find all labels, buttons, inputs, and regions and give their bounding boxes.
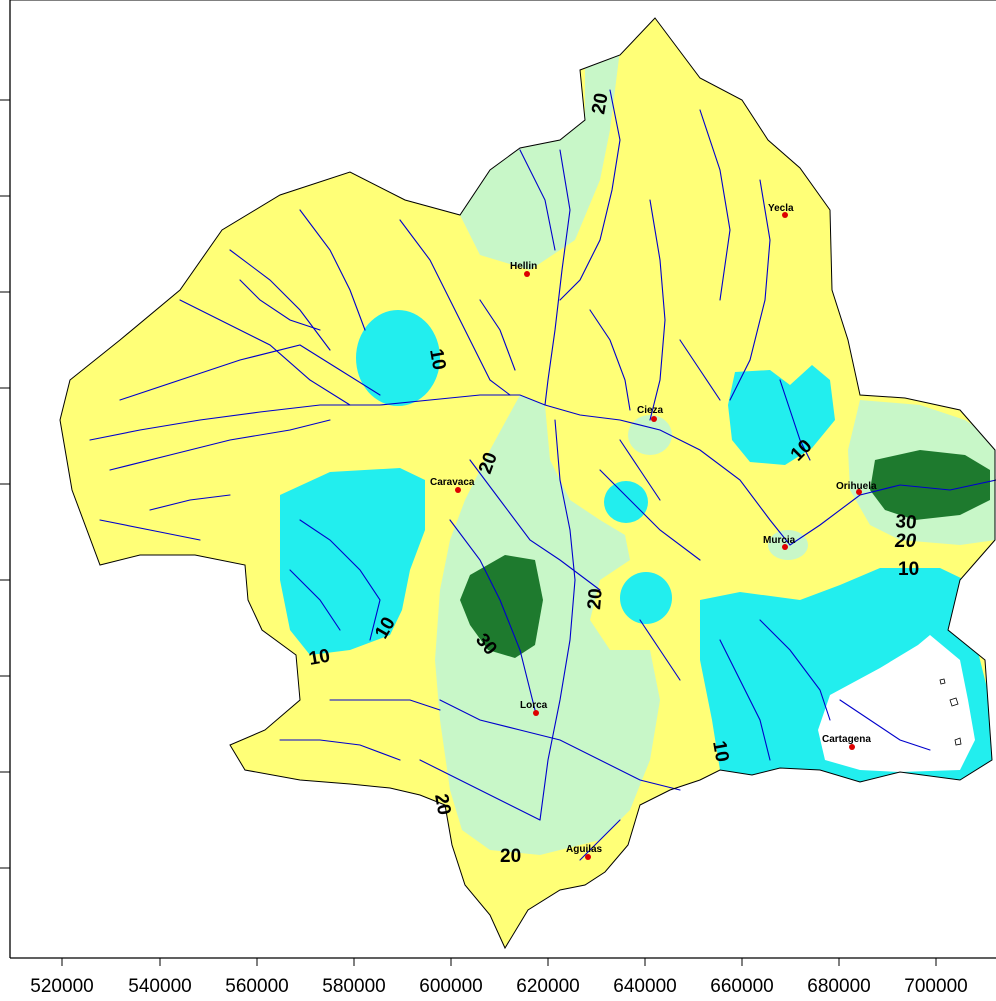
x-tick-label: 660000 (710, 976, 773, 997)
contour-label: 30 (895, 511, 918, 534)
zone-10-west (280, 468, 425, 655)
x-axis-tick-marks (61, 958, 937, 966)
plot-frame (0, 0, 996, 966)
zone-10-orihuela (728, 365, 835, 465)
contour-labels: 20 10 20 10 30 20 10 20 10 30 10 10 20 2… (307, 91, 919, 867)
x-tick-label: 580000 (322, 976, 385, 997)
city-label: Orihuela (836, 481, 877, 492)
city-orihuela[interactable]: Orihuela (836, 481, 877, 495)
city-caravaca[interactable]: Caravaca (430, 477, 475, 493)
contour-label: 10 (708, 739, 732, 763)
x-axis-tick-labels: 520000 540000 560000 580000 600000 62000… (30, 976, 967, 997)
river-network (89, 89, 996, 861)
city-label: Yecla (768, 203, 794, 214)
zone-30-east (870, 450, 990, 520)
contour-label: 20 (894, 531, 917, 552)
cities: Yecla Hellin Cieza Caravaca Orihuela Mur… (430, 203, 877, 860)
x-tick-label: 600000 (419, 976, 482, 997)
zone-10-small-a (604, 481, 648, 523)
city-label: Aguilas (566, 844, 603, 855)
city-label: Cartagena (822, 734, 871, 745)
contour-label: 10 (425, 347, 449, 371)
islands (939, 678, 962, 746)
contour-label: 10 (307, 646, 331, 670)
city-yecla[interactable]: Yecla (768, 203, 794, 218)
city-murcia[interactable]: Murcia (763, 535, 796, 550)
x-tick-label: 640000 (613, 976, 676, 997)
contour-label: 10 (898, 559, 919, 580)
zone-20-cieza (628, 415, 672, 455)
city-hellin[interactable]: Hellin (510, 261, 537, 277)
zone-20-north (460, 50, 620, 270)
x-tick-label: 540000 (128, 976, 191, 997)
contour-label: 20 (430, 792, 454, 816)
x-tick-label: 560000 (225, 976, 288, 997)
city-cartagena[interactable]: Cartagena (822, 734, 871, 750)
contour-label: 20 (588, 91, 612, 115)
city-label: Caravaca (430, 477, 475, 488)
zone-30-central (460, 555, 543, 658)
city-lorca[interactable]: Lorca (520, 700, 548, 716)
zone-10-north (356, 310, 440, 406)
city-label: Hellin (510, 261, 537, 272)
city-label: Murcia (763, 535, 796, 546)
x-tick-label: 700000 (904, 976, 967, 997)
x-tick-label: 680000 (807, 976, 870, 997)
city-aguilas[interactable]: Aguilas (566, 844, 603, 860)
x-tick-label: 520000 (30, 976, 93, 997)
zone-20-murcia (768, 530, 808, 560)
basin-outline (59, 17, 996, 950)
zone-10-small-b (620, 572, 672, 624)
contour-label: 20 (584, 588, 607, 611)
zone-20-central (435, 395, 660, 855)
city-cieza[interactable]: Cieza (637, 405, 664, 422)
zone-no-data (818, 635, 975, 772)
city-label: Cieza (637, 405, 664, 416)
contour-label: 20 (500, 846, 521, 867)
x-tick-label: 620000 (516, 976, 579, 997)
y-axis-ticks (0, 99, 10, 869)
city-label: Lorca (520, 700, 548, 711)
